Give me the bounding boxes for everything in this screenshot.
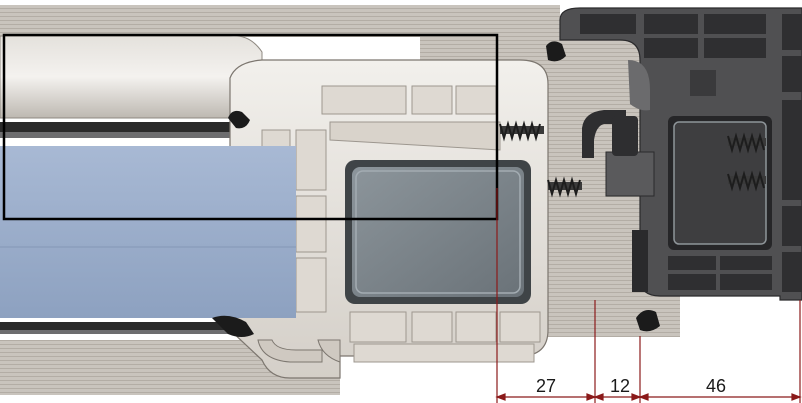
- sash-top-rail: [0, 35, 263, 138]
- screw-icon: [499, 120, 544, 142]
- screw-icon: [547, 176, 582, 198]
- gasket-icon: [212, 315, 254, 337]
- gaskets: [212, 41, 660, 337]
- screws: [499, 120, 766, 198]
- dimension-lines: [495, 188, 802, 403]
- highlight-frame: [2, 33, 499, 221]
- gasket-icon: [228, 110, 250, 129]
- glass-pane: [0, 146, 296, 334]
- screw-icon: [727, 170, 766, 192]
- dimension-label-12: 12: [610, 376, 630, 396]
- screw-icon: [727, 132, 766, 154]
- gasket-icon: [636, 310, 660, 332]
- dimension-label-46: 46: [706, 376, 726, 396]
- dimension-label-27: 27: [536, 376, 556, 396]
- gasket-icon: [546, 41, 566, 62]
- sash-reinforcement: [345, 160, 531, 304]
- frame-profile: [559, 7, 802, 301]
